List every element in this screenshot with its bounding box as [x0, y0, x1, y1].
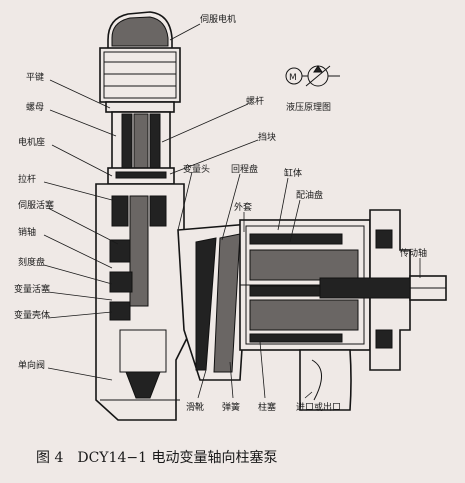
label-plunger: 柱塞	[258, 401, 276, 413]
schematic-motor-symbol: M	[289, 73, 297, 83]
label-nut: 螺母	[26, 102, 44, 113]
label-pin-shaft: 销轴	[18, 226, 36, 238]
label-drive-shaft: 传动轴	[400, 247, 427, 259]
label-spring: 弹簧	[222, 401, 240, 413]
figure-caption: 图 4 DCY14−1 电动变量轴向柱塞泵	[36, 449, 277, 466]
label-stop-block: 挡块	[258, 131, 276, 143]
inlet-outlet-part	[299, 349, 352, 411]
label-port-plate: 配油盘	[296, 189, 323, 201]
part-labels: 伺服电机 平键 螺母 螺杆 电机座 挡块 拉杆 变量头 回程盘 缸体 伺服活塞 …	[14, 13, 427, 413]
label-flat-key: 平键	[26, 71, 44, 83]
variable-housing-part	[95, 183, 197, 421]
label-outer-sleeve: 外套	[234, 201, 252, 213]
label-slipper: 滑靴	[186, 401, 204, 413]
label-servo-piston: 伺服活塞	[18, 199, 54, 211]
drive-shaft-part	[319, 275, 447, 301]
label-hydraulic-schematic: 液压原理图	[286, 101, 331, 113]
label-screw: 螺杆	[246, 95, 264, 107]
label-return-plate: 回程盘	[231, 163, 258, 175]
label-pull-rod: 拉杆	[18, 173, 36, 185]
label-check-valve: 单向阀	[18, 359, 45, 371]
variable-head-part	[177, 223, 251, 381]
label-cylinder-body: 缸体	[284, 167, 302, 179]
hydraulic-schematic-icon: M	[285, 65, 340, 87]
leader-lines	[43, 23, 421, 399]
servo-motor-part	[99, 11, 181, 113]
label-servo-motor: 伺服电机	[200, 13, 236, 25]
label-inlet-outlet: 进口或出口	[296, 401, 341, 413]
motor-seat-part	[107, 111, 175, 185]
label-variable-head: 变量头	[183, 163, 210, 175]
label-variable-housing: 变量壳体	[14, 309, 50, 321]
label-motor-seat: 电机座	[18, 136, 45, 148]
label-variable-piston: 变量活塞	[14, 283, 50, 295]
label-dial-plate: 刻度盘	[18, 256, 45, 268]
